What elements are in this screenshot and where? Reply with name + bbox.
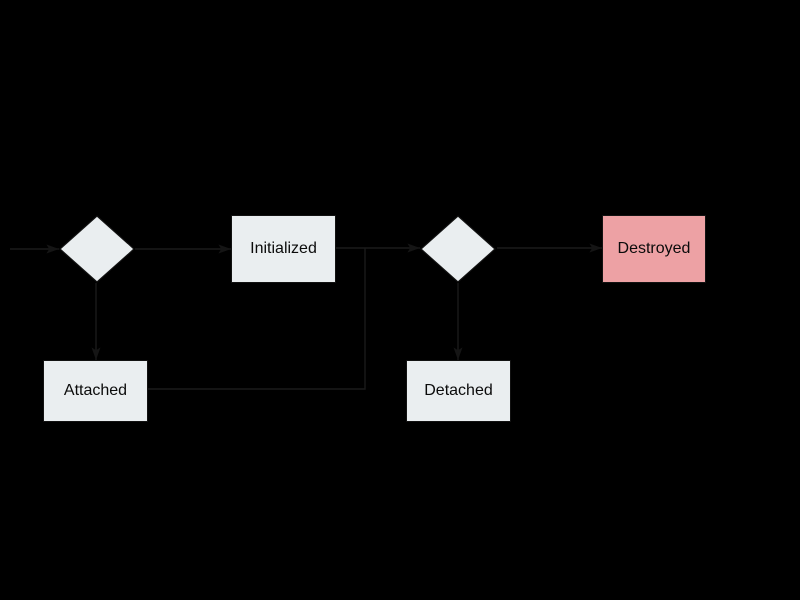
- diamond-shape: [59, 215, 135, 283]
- node-label-initialized: Initialized: [250, 240, 317, 257]
- node-decision-2[interactable]: [420, 215, 496, 283]
- node-detached[interactable]: Detached: [406, 360, 511, 422]
- node-attached[interactable]: Attached: [43, 360, 148, 422]
- diamond-shape: [420, 215, 496, 283]
- edge-attached-to-decision-2: [148, 248, 366, 390]
- node-label-destroyed: Destroyed: [617, 240, 691, 257]
- node-destroyed[interactable]: Destroyed: [602, 215, 706, 283]
- node-label-attached: Attached: [63, 382, 128, 399]
- node-label-detached: Detached: [424, 382, 493, 399]
- node-decision-1[interactable]: [59, 215, 135, 283]
- node-initialized[interactable]: Initialized: [231, 215, 336, 283]
